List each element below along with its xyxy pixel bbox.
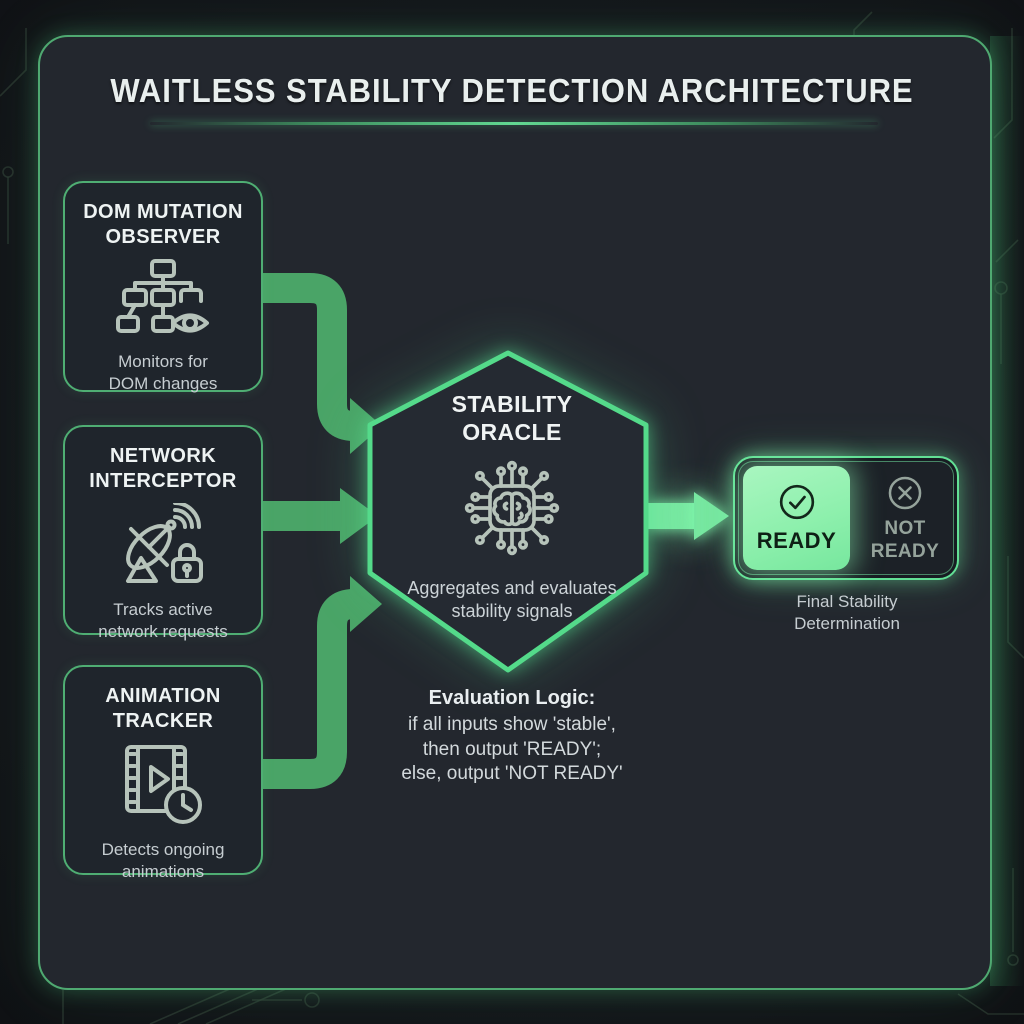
check-circle-icon	[779, 484, 814, 520]
network-interceptor-title: NETWORK INTERCEPTOR	[89, 445, 237, 492]
trace-line	[0, 28, 27, 97]
trace-line	[957, 993, 1024, 1015]
stability-oracle-title: STABILITY ORACLE	[451, 391, 573, 445]
trace-line	[993, 28, 1013, 139]
trace-line	[995, 239, 1019, 263]
chip-brain-icon	[464, 460, 560, 556]
ready-label: READY	[756, 528, 837, 553]
trace-line	[1007, 556, 1024, 659]
animation-tracker-box: ANIMATION TRACKER Detects ongoing animat…	[63, 665, 263, 881]
network-interceptor-caption: Tracks active network requests	[98, 600, 228, 641]
evaluation-logic-block: Evaluation Logic: if all inputs show 'st…	[332, 686, 692, 787]
trace-node	[2, 166, 14, 178]
not-ready-state-cell: NOT READY	[856, 466, 954, 570]
film-strip-clock-icon	[125, 745, 202, 824]
output-caption: Final Stability Determination	[794, 592, 900, 633]
title-underline	[150, 122, 878, 125]
ready-state-cell: READY	[743, 466, 850, 570]
evaluation-logic-lines: if all inputs show 'stable', then output…	[401, 714, 623, 784]
satellite-dish-lock-icon	[126, 501, 203, 583]
dom-mutation-observer-title: DOM MUTATION OBSERVER	[83, 201, 243, 248]
dom-mutation-observer-box: DOM MUTATION OBSERVER Monitors for DOM c…	[63, 181, 263, 393]
stability-oracle-content: STABILITY ORACLE Aggregates and evaluate…	[378, 353, 646, 670]
dom-mutation-observer-caption: Monitors for DOM changes	[108, 352, 218, 393]
dom-tree-eye-icon	[116, 259, 209, 333]
animation-tracker-caption: Detects ongoing animations	[101, 840, 225, 881]
edge-glow-tint	[990, 36, 1024, 986]
trace-node	[1007, 954, 1019, 966]
evaluation-logic-heading: Evaluation Logic:	[428, 687, 596, 709]
stability-oracle-caption: Aggregates and evaluates stability signa…	[407, 578, 617, 621]
x-circle-icon	[888, 476, 922, 509]
page-title: WAITLESS STABILITY DETECTION ARCHITECTUR…	[110, 72, 914, 109]
animation-tracker-title: ANIMATION TRACKER	[105, 685, 221, 732]
trace-node	[304, 992, 320, 1008]
not-ready-label: NOT READY	[870, 517, 940, 562]
network-interceptor-box: NETWORK INTERCEPTOR Tracks active networ…	[63, 425, 263, 641]
trace-line	[149, 987, 289, 1024]
